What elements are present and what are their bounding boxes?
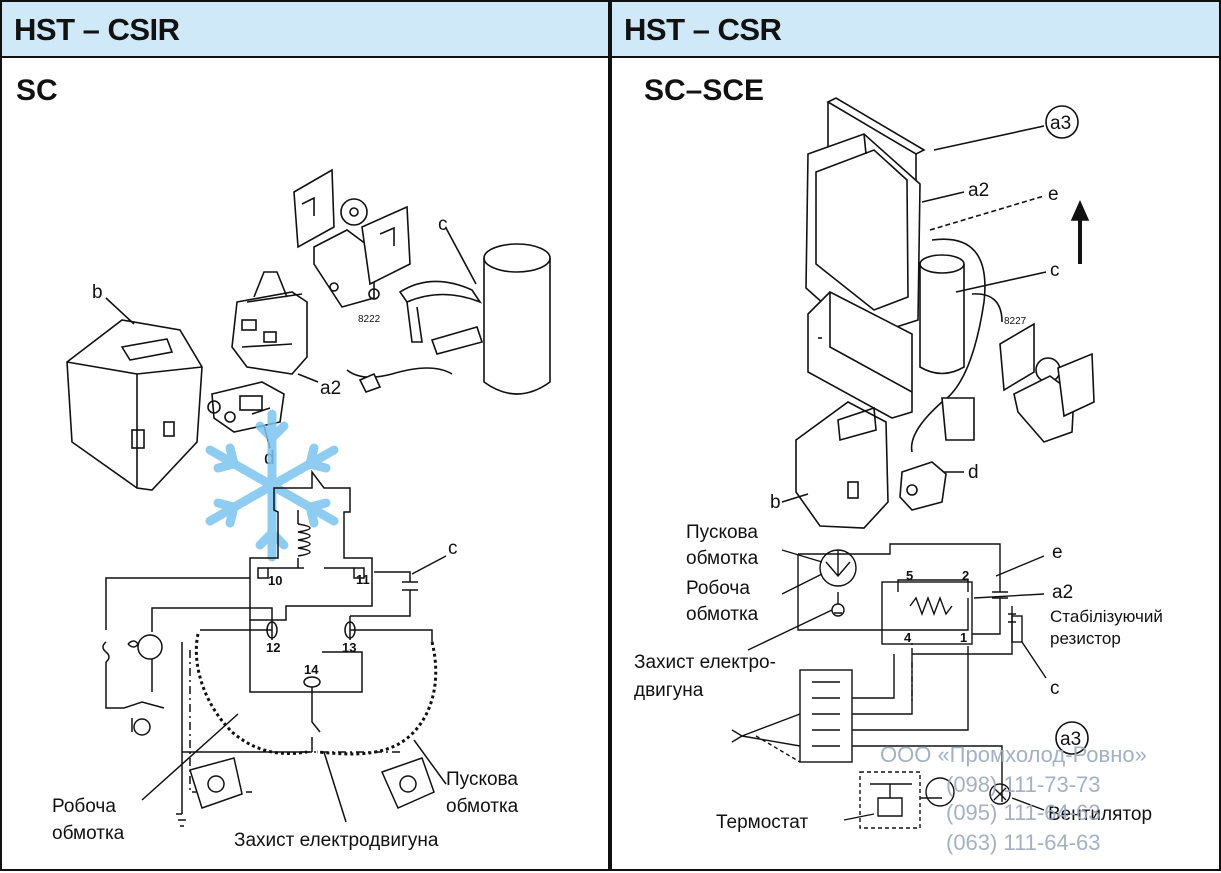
label-start-2: обмотка: [686, 548, 759, 569]
label-thermostat: Термостат: [716, 812, 808, 833]
clamp-drawing: [346, 280, 484, 393]
label-start-1: Пускова: [446, 769, 518, 790]
panel-csir: HST – CSIR SC: [0, 0, 610, 871]
part-code: 8222: [358, 314, 381, 325]
label-resistor-1: Стабілізуючий: [1050, 607, 1163, 626]
label-start-1: Пускова: [686, 522, 758, 543]
label-e-circuit: e: [1052, 542, 1063, 563]
label-protect-1: Захист електро-: [634, 652, 776, 673]
label-e-top: e: [1048, 184, 1059, 205]
terminal-14: 14: [304, 662, 319, 677]
terminal-4: 4: [904, 630, 912, 645]
header-csir: HST – CSIR: [2, 2, 608, 58]
watermark-phone-3: (063) 111-64-63: [946, 830, 1101, 855]
terminal-2: 2: [962, 568, 969, 583]
label-working-2: обмотка: [52, 823, 125, 844]
label-a3: a3: [1050, 113, 1071, 134]
part-code-right: 8227: [1004, 316, 1027, 327]
label-d-right: d: [968, 462, 979, 483]
label-b-right: b: [770, 492, 781, 513]
label-a2-circuit: a2: [1052, 582, 1073, 603]
label-c-circuit: c: [1050, 678, 1060, 699]
subtitle-sc: SC: [16, 74, 58, 107]
label-c-circuit: c: [448, 538, 458, 559]
csir-diagram: b c a2 d 8222: [52, 168, 551, 851]
watermark-phone-2: (095) 111-64-63: [946, 800, 1101, 825]
label-b: b: [92, 282, 103, 303]
label-c-top: c: [438, 214, 448, 235]
watermark: ООО «Промхолод-Ровно» (098) 111-73-73 (0…: [880, 742, 1147, 855]
header-csir-title: HST – CSIR: [14, 12, 180, 47]
snowflake-icon: [205, 409, 339, 562]
watermark-phone-1: (098) 111-73-73: [946, 772, 1101, 797]
csir-circuit: [102, 469, 447, 827]
subtitle-sc-sce: SC–SCE: [644, 74, 765, 107]
label-working-2: обмотка: [686, 604, 759, 625]
relay-a2-drawing: [231, 271, 308, 375]
label-a2: a2: [320, 378, 341, 399]
label-resistor-2: резистор: [1050, 629, 1121, 648]
capacitor-box-drawing: [805, 133, 921, 339]
header-csr-title: HST – CSR: [624, 12, 782, 47]
watermark-company: ООО «Промхолод-Ровно»: [880, 742, 1147, 767]
protector-d-drawing: [207, 381, 285, 433]
panel-csr: HST – CSR SC–SCE: [610, 0, 1221, 871]
label-c-top: c: [1050, 260, 1060, 281]
callout-a3b-circle: [1055, 721, 1089, 755]
csr-diagram: a3 a2 e c 8227 d b: [634, 97, 1163, 855]
callout-a3-circle: [1045, 105, 1079, 139]
label-fan: Вентилятор: [1048, 804, 1152, 825]
label-protection: Захист електродвигуна: [234, 830, 439, 851]
csr-circuit: [731, 543, 1047, 829]
relay-box-drawing: [807, 291, 913, 419]
terminal-11: 11: [356, 572, 370, 587]
terminal-12: 12: [266, 640, 280, 655]
label-a3-circuit: a3: [1060, 729, 1081, 750]
terminal-13: 13: [342, 640, 356, 655]
capacitor-c-drawing: [483, 243, 551, 395]
label-start-2: обмотка: [446, 796, 519, 817]
cover-b-drawing: [66, 319, 203, 491]
label-protect-2: двигуна: [634, 680, 704, 701]
terminal-5: 5: [906, 568, 913, 583]
terminal-1: 1: [960, 630, 967, 645]
bracket-drawing: [293, 168, 411, 308]
label-a2-top: a2: [968, 180, 989, 201]
label-working-1: Робоча: [686, 578, 750, 599]
label-working-1: Робоча: [52, 796, 116, 817]
terminal-10: 10: [268, 573, 282, 588]
header-csr: HST – CSR: [612, 2, 1219, 58]
